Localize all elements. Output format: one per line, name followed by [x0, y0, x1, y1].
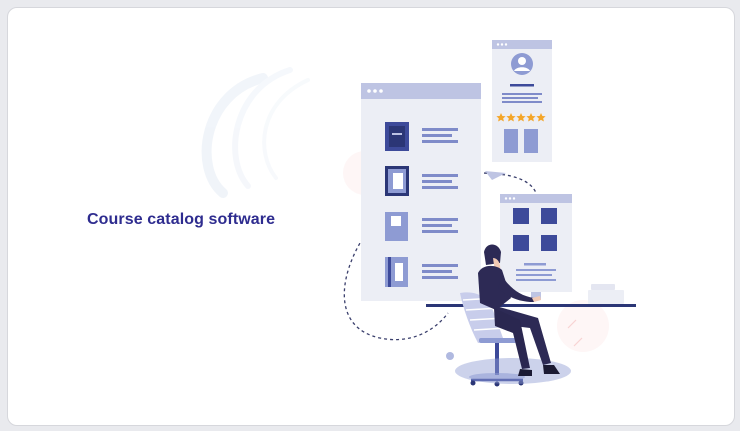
book-icon	[385, 122, 409, 151]
course-list-window	[361, 83, 481, 301]
profile-card	[485, 40, 552, 180]
book-icon	[385, 212, 408, 241]
book-icon	[385, 166, 409, 196]
background-swirl	[201, 67, 310, 198]
star-icon	[496, 113, 506, 122]
monitor-window	[500, 194, 572, 300]
person-figure	[478, 244, 560, 376]
dotted-connector	[343, 237, 449, 341]
star-icon	[516, 113, 526, 122]
course-catalog-illustration	[201, 40, 636, 387]
avatar	[511, 53, 533, 75]
star-icon	[536, 113, 546, 122]
background-accent	[567, 319, 583, 347]
desk	[426, 284, 636, 307]
star-icon	[506, 113, 516, 122]
content-card: Course catalog software	[7, 7, 735, 426]
floor-shadow	[455, 358, 571, 384]
page-title: Course catalog software	[87, 211, 276, 228]
star-icon	[526, 113, 536, 122]
rating-stars	[496, 113, 546, 122]
book-icon	[385, 257, 408, 287]
floor-dot	[446, 352, 454, 360]
office-chair	[460, 292, 525, 387]
